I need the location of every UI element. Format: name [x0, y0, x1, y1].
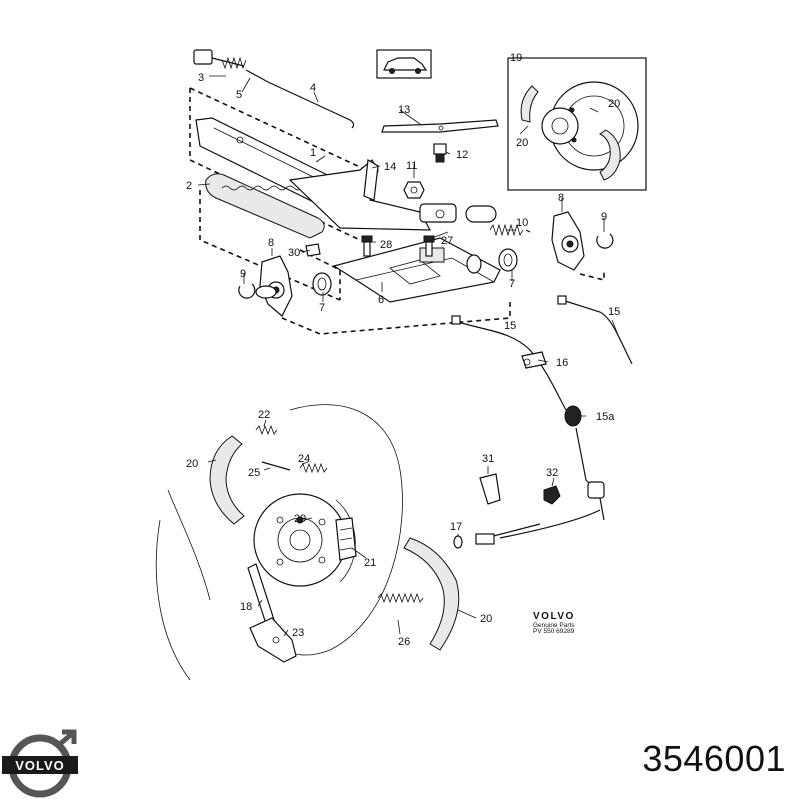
spring-25	[261, 461, 291, 471]
callout-15-right: 15	[608, 306, 620, 318]
cable-15-left	[451, 315, 567, 411]
callout-20-inset-left: 20	[516, 137, 528, 149]
circlip-9-left	[238, 283, 256, 299]
genuine-code: PV 550 69289	[533, 628, 575, 636]
genuine-parts-block: VOLVO Genuine Parts PV 550 69289	[533, 611, 575, 636]
callout-1: 1	[310, 147, 316, 159]
callout-32: 32	[546, 467, 558, 479]
callout-labels: 3 5 4 1 2 14 13 12 11 10 8 9 8 9 30 28 2…	[186, 52, 620, 648]
callout-28: 28	[380, 239, 392, 251]
pin-29	[296, 516, 304, 524]
callout-2: 2	[186, 180, 192, 192]
callout-20-lower: 20	[480, 613, 492, 625]
volvo-logo: VOLVO	[2, 729, 78, 798]
grommet-15a	[564, 405, 605, 521]
callout-9-right: 9	[601, 211, 607, 223]
callout-17: 17	[450, 521, 462, 533]
callout-12: 12	[456, 149, 468, 161]
callout-7-right: 7	[509, 278, 515, 290]
vehicle-icon	[376, 49, 432, 79]
cable-clip-16	[521, 351, 547, 369]
circlip-9-right	[596, 233, 614, 249]
grommet-32	[543, 485, 561, 505]
rear-brake-inset	[507, 57, 647, 191]
callout-3: 3	[198, 72, 204, 84]
genuine-subtitle: Genuine Parts	[533, 621, 575, 629]
handbrake-lever-assembly	[189, 49, 497, 301]
callout-19: 19	[510, 52, 522, 64]
callout-20-inset-right: 20	[608, 98, 620, 110]
callout-15a: 15a	[596, 411, 615, 423]
callout-8-right: 8	[558, 192, 564, 204]
spring-24	[299, 462, 328, 474]
bolt-12	[433, 143, 447, 163]
callout-6: 6	[378, 294, 384, 306]
bolt-28	[361, 235, 373, 257]
brake-shoe-20-upper	[209, 435, 245, 525]
callout-25: 25	[248, 467, 260, 479]
callout-20-upper: 20	[186, 458, 198, 470]
brake-backplate	[155, 404, 403, 681]
brake-shoe-20-lower	[403, 537, 460, 651]
callout-11: 11	[406, 160, 417, 172]
adjuster-21	[335, 517, 357, 561]
cam-lever-8-right	[551, 211, 585, 271]
leader-lines	[197, 75, 621, 637]
genuine-brand: VOLVO	[533, 611, 575, 622]
callout-4: 4	[310, 82, 316, 94]
bushing-7-left	[312, 272, 332, 296]
callout-29: 29	[294, 513, 306, 525]
callout-27: 27	[441, 235, 453, 247]
bushing-7-right	[498, 248, 518, 272]
nut-11	[403, 181, 425, 199]
callout-24: 24	[298, 453, 310, 465]
callout-22: 22	[258, 409, 270, 421]
callout-21: 21	[364, 557, 376, 569]
callout-9-left: 9	[240, 268, 246, 280]
cable-15-right	[557, 295, 633, 365]
cable-end-17	[453, 509, 601, 549]
callout-7-left: 7	[319, 302, 325, 314]
callout-26: 26	[398, 636, 410, 648]
clip-30	[305, 243, 321, 257]
callout-31: 31	[482, 453, 494, 465]
logo-text: VOLVO	[15, 758, 65, 773]
callout-8-left: 8	[268, 237, 274, 249]
callout-16: 16	[556, 357, 568, 369]
callout-14: 14	[384, 161, 396, 173]
cam-lever-8-left	[255, 255, 293, 317]
spring-26	[377, 592, 424, 604]
callout-15-left: 15	[504, 320, 516, 332]
callout-13: 13	[398, 104, 410, 116]
bolt-27	[423, 235, 435, 257]
callout-5: 5	[236, 89, 242, 101]
spring-22	[255, 424, 278, 436]
hub	[253, 493, 356, 587]
part-number: 3546001	[642, 738, 786, 779]
clip-31	[479, 473, 501, 505]
callout-18: 18	[240, 601, 252, 613]
callout-10: 10	[516, 217, 528, 229]
callout-23: 23	[292, 627, 304, 639]
strut-23	[249, 617, 297, 663]
callout-30: 30	[288, 247, 300, 259]
